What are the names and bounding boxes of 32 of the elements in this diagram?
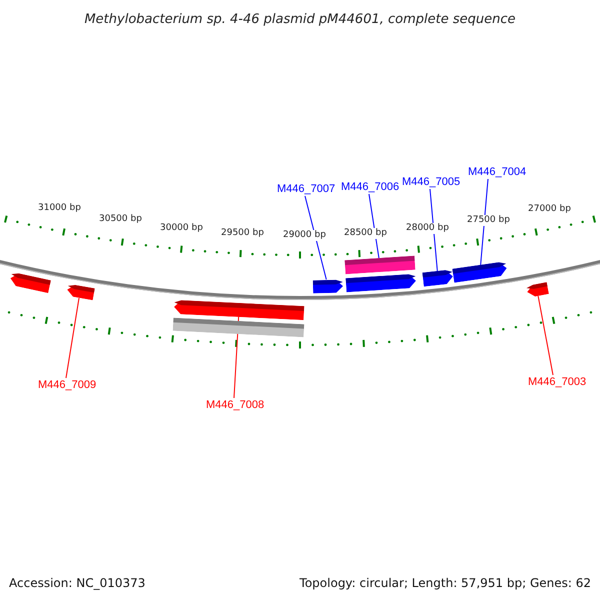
gene-block	[346, 274, 416, 292]
gene-block	[66, 284, 94, 300]
tick-label: 28500 bp	[343, 228, 388, 239]
tick-label: 27500 bp	[466, 215, 511, 226]
gene-block	[422, 269, 454, 287]
gene-label: M446_7004	[468, 165, 526, 179]
tick-label: 30500 bp	[98, 214, 143, 225]
footer-text: Accession: NC_010373	[9, 575, 146, 592]
gene-label: M446_7007	[277, 182, 336, 196]
footer-text: Topology: circular; Length: 57,951 bp; Genes: 62	[300, 575, 591, 592]
feature-bar	[172, 317, 304, 337]
gene-block	[312, 279, 344, 293]
gene-label: M446_7009	[38, 378, 96, 392]
gene-block	[9, 271, 51, 293]
tick-label: 29000 bp	[282, 230, 327, 241]
tick-label: 28000 bp	[405, 223, 450, 234]
gene-label: M446_7003	[528, 375, 586, 389]
gene-block	[526, 282, 548, 298]
gene-label: M446_7008	[206, 398, 264, 412]
feature-bar	[344, 256, 416, 274]
gene-label: M446_7006	[341, 180, 400, 194]
leader-line	[304, 196, 327, 280]
tick-label: 27000 bp	[527, 204, 572, 215]
tick-label: 29500 bp	[220, 228, 265, 239]
leader-line	[66, 298, 80, 378]
tick-label: 30000 bp	[159, 223, 204, 234]
gene-block	[174, 300, 304, 320]
title: Methylobacterium sp. 4-46 plasmid pM44601, complete sequence	[83, 11, 517, 29]
tick-label: 31000 bp	[37, 203, 82, 214]
gene-label: M446_7005	[402, 175, 460, 189]
leader-line	[480, 178, 488, 266]
leader-line	[538, 296, 554, 376]
